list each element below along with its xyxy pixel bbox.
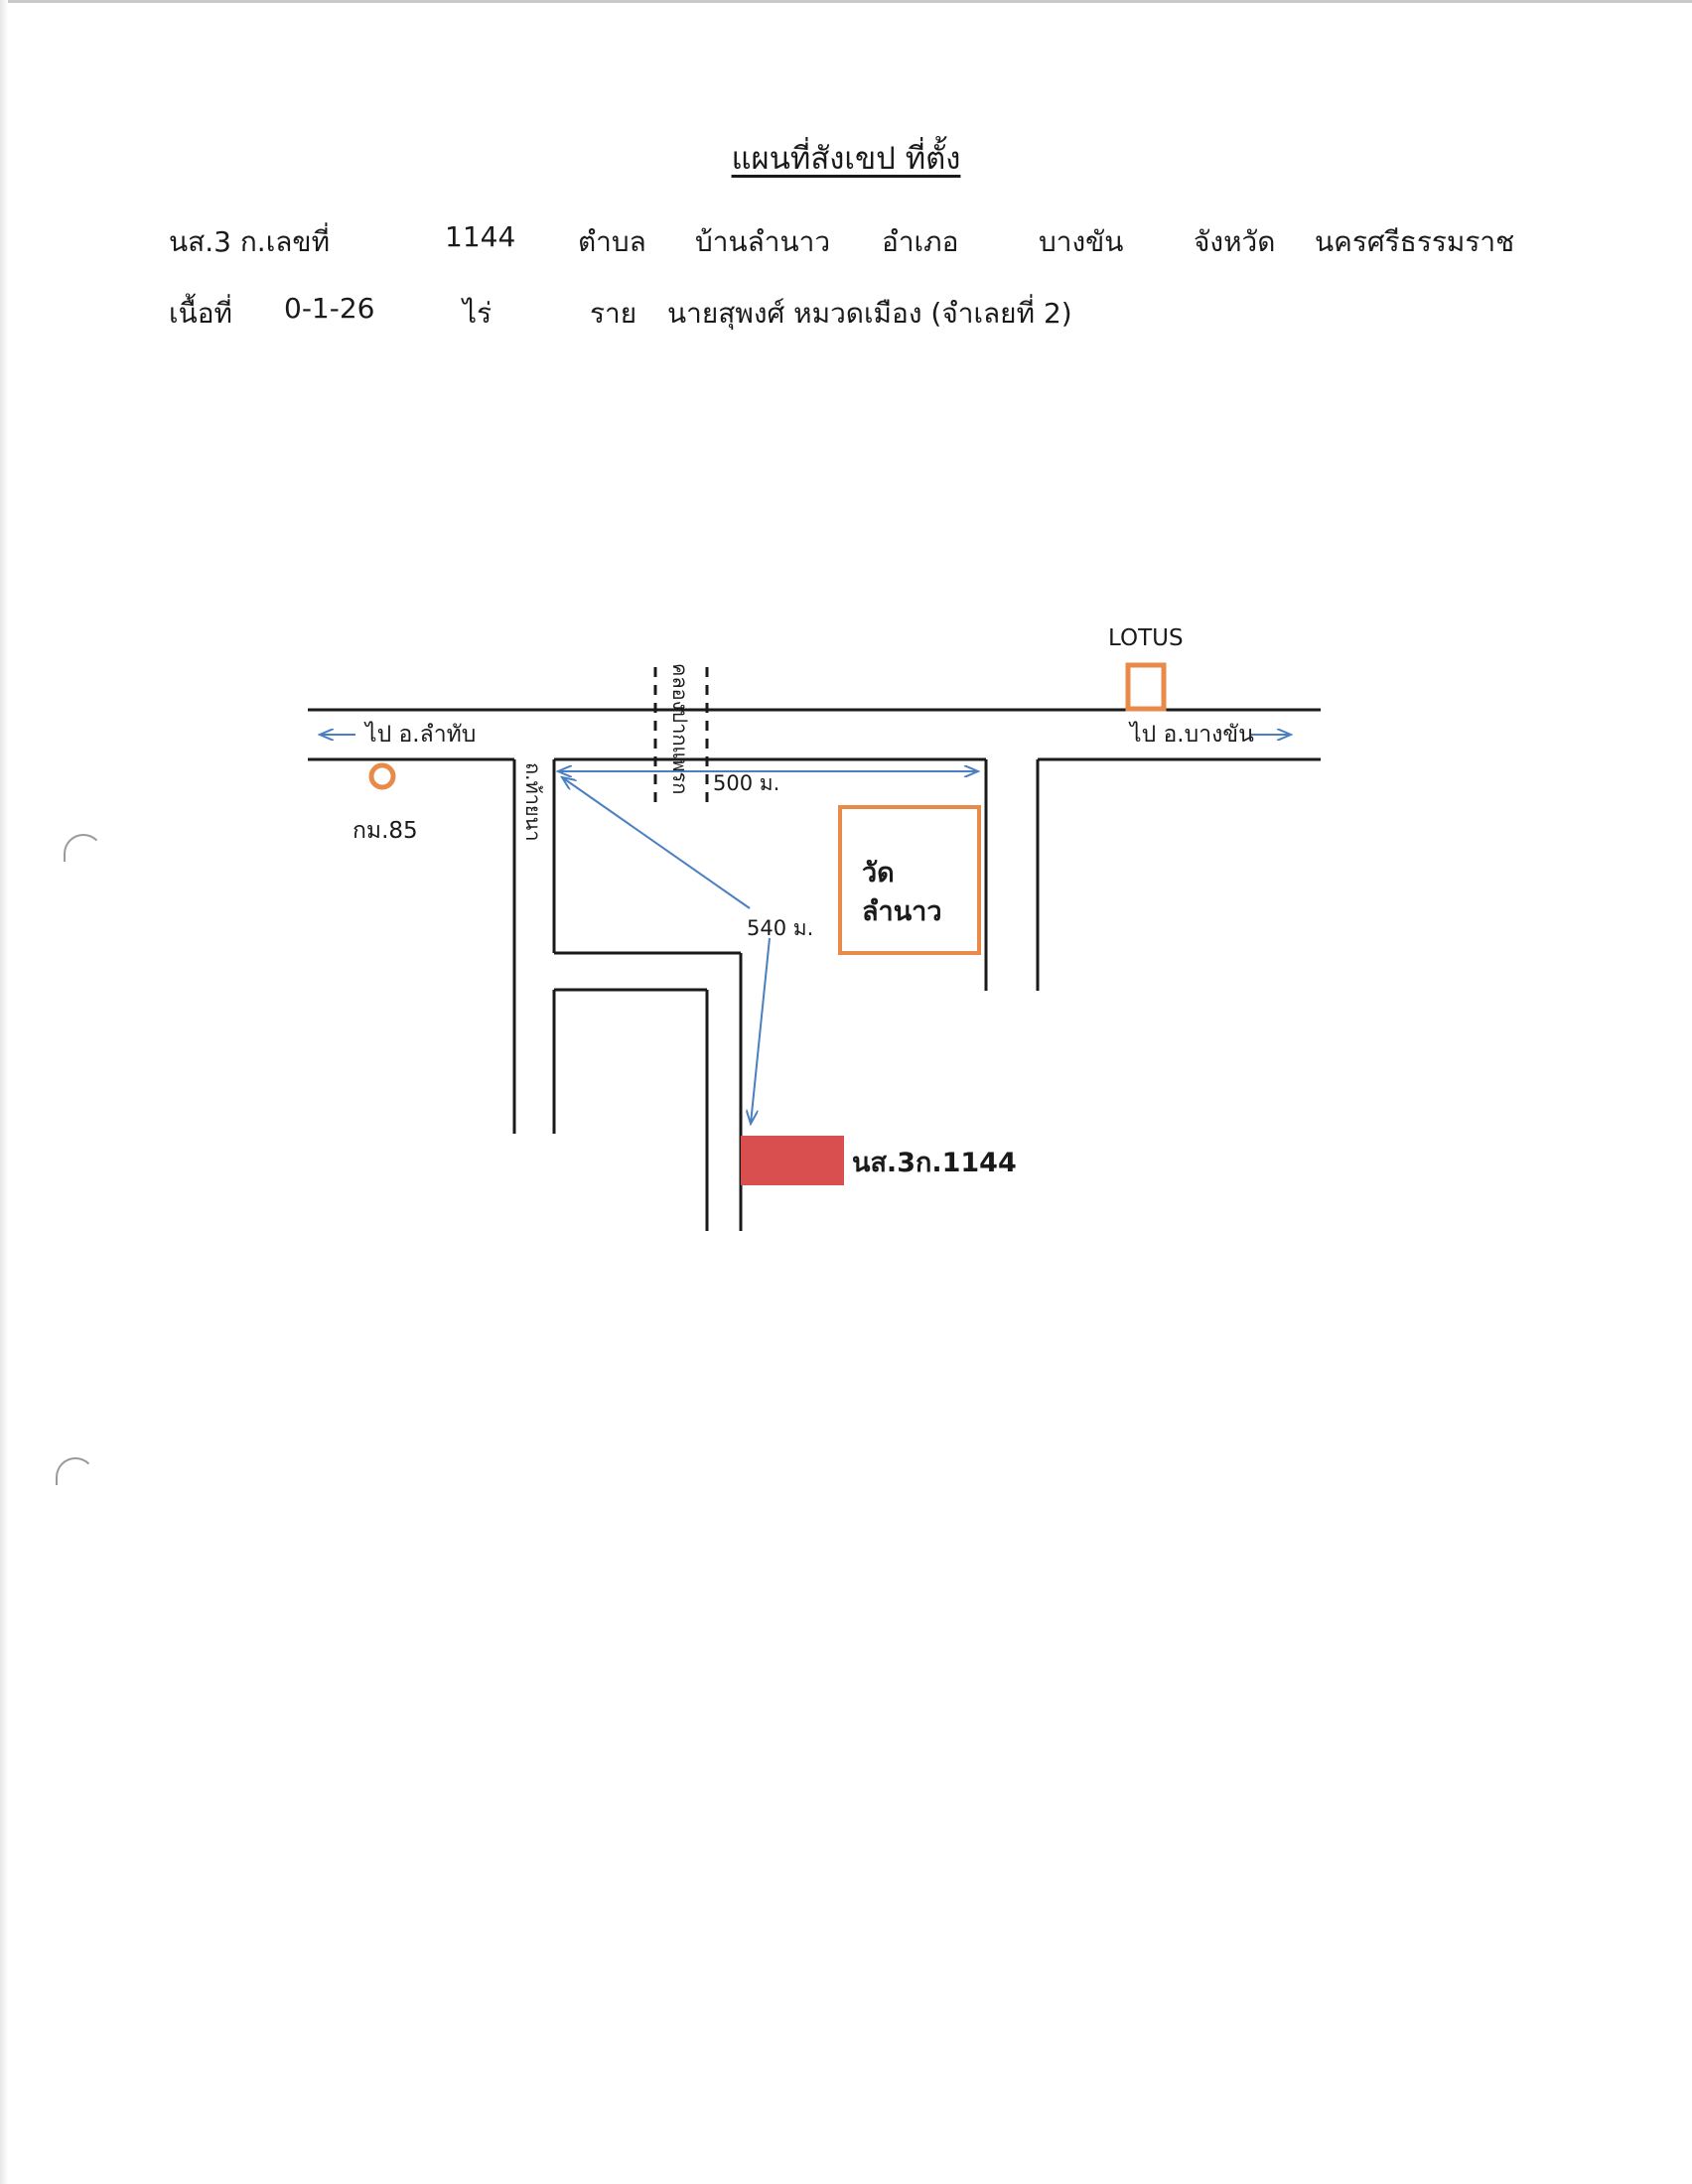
scan-artifact xyxy=(56,1457,95,1485)
temple-building xyxy=(838,805,981,955)
distance-arrow-540-diagonal xyxy=(562,777,751,909)
owner-label: ราย xyxy=(590,297,637,330)
subdistrict-value: บ้านลำนาว xyxy=(695,225,831,258)
area-value: 0-1-26 xyxy=(284,292,375,325)
area-label: เนื้อที่ xyxy=(169,297,232,330)
province-value: นครศรีธรรมราช xyxy=(1315,225,1515,258)
lotus-label: LOTUS xyxy=(1108,625,1184,651)
owner-value: นายสุพงศ์ หมวดเมือง (จำเลยที่ 2) xyxy=(667,297,1072,330)
page-title: แผนที่สังเขป ที่ตั้ง xyxy=(731,141,961,177)
temple-label-line1: วัด xyxy=(862,858,895,888)
district-value: บางขัน xyxy=(1039,225,1124,258)
distance-arrow-540-down xyxy=(751,937,771,1124)
scan-left-edge xyxy=(0,0,8,2184)
area-unit: ไร่ xyxy=(463,297,493,330)
doc-label: นส.3 ก.เลขที่ xyxy=(169,225,331,258)
temple-label-line2: ลำนาว xyxy=(862,896,942,927)
km-85-label: กม.85 xyxy=(352,818,418,844)
to-east-label: ไป อ.บางขัน xyxy=(1128,721,1254,748)
distance-540-label: 540 ม. xyxy=(747,916,813,940)
canal-label: คลองปากแพรก xyxy=(668,663,692,794)
km-85-marker xyxy=(368,762,396,790)
district-label: อำเภอ xyxy=(882,225,959,258)
scan-artifact xyxy=(64,834,103,862)
distance-500-label: 500 ม. xyxy=(713,771,779,795)
side-road-label: ถ.ท้ายนา xyxy=(521,762,545,842)
doc-number: 1144 xyxy=(445,220,516,253)
province-label: จังหวัด xyxy=(1194,225,1276,258)
scan-top-edge xyxy=(0,0,1692,3)
lotus-store-marker xyxy=(1125,662,1167,712)
subdistrict-label: ตำบล xyxy=(578,225,646,258)
to-west-label: ไป อ.ลำทับ xyxy=(363,721,476,748)
land-parcel xyxy=(741,1136,844,1185)
parcel-label: นส.3ก.1144 xyxy=(852,1148,1017,1178)
